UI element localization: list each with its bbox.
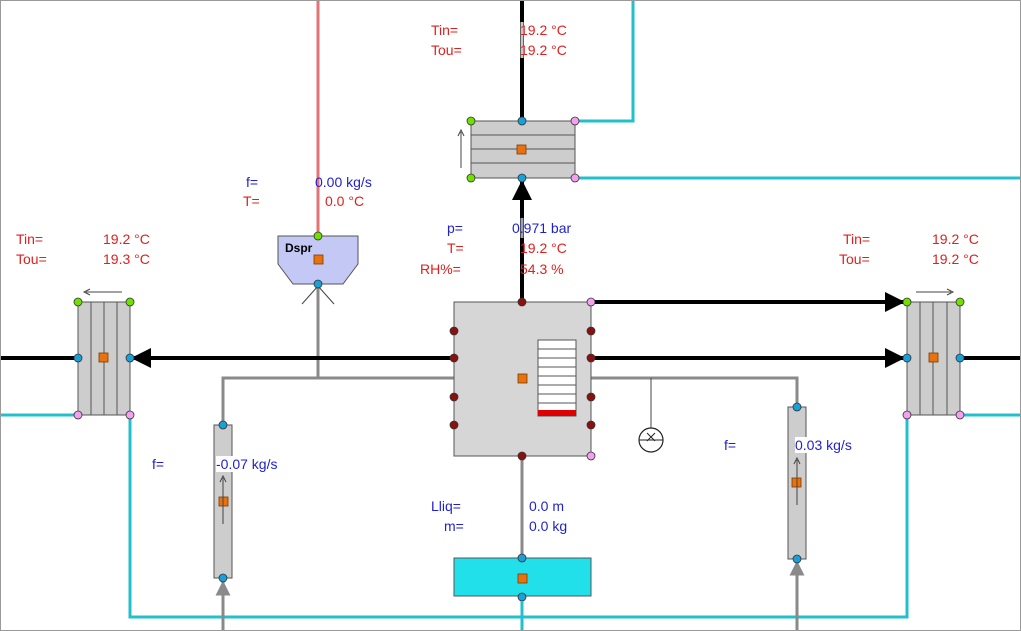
vessel-rh-value: 54.3 % [520,261,564,277]
disperser-marker [313,254,324,265]
right-hx-port[interactable] [955,353,965,363]
right-hx-tin-label: Tin= [843,231,871,247]
left-hx-tin-label: Tin= [16,231,44,247]
right-flow-tube[interactable] [787,402,807,564]
vessel-port[interactable] [586,451,596,461]
left-hx-marker [98,352,109,363]
main-gas-pipes [0,0,1021,368]
disperser-f-label: f= [246,174,259,190]
left-hx-port[interactable] [73,410,83,420]
top-hx-marker [516,144,527,155]
right-heat-exchanger[interactable] [902,288,965,420]
left-hx-port[interactable] [125,297,135,307]
left-flow-value: -0.07 kg/s [216,456,278,472]
disperser[interactable]: Dspr [277,231,359,305]
top-hx-tout-value: 19.2 °C [520,42,567,58]
disperser-bottom-port[interactable] [313,279,323,289]
right-hx-port[interactable] [902,410,912,420]
disperser-top-port[interactable] [313,231,323,241]
top-hx-tout-label: Tou= [431,42,462,58]
top-hx-port[interactable] [466,173,476,183]
left-flow-label: f= [152,456,165,472]
top-hx-port[interactable] [570,173,580,183]
right-flow-value: 0.03 kg/s [795,437,852,453]
vessel-marker [517,373,528,384]
left-flow-port[interactable] [218,573,228,583]
right-hx-tout-value: 19.2 °C [932,251,979,267]
vessel-ports-left[interactable] [449,326,459,430]
sump-bottom-port[interactable] [517,592,527,602]
level-fill [538,410,576,416]
top-hx-tin-label: Tin= [431,22,459,38]
left-hx-tin-value: 19.2 °C [103,231,150,247]
sump-mass-value: 0.0 kg [529,518,568,534]
left-hx-port[interactable] [73,297,83,307]
top-hx-port[interactable] [517,116,527,126]
spray-lines [301,285,335,305]
top-hx-port[interactable] [517,173,527,183]
right-hx-port[interactable] [902,297,912,307]
top-heat-exchanger[interactable] [457,116,580,183]
right-hx-port[interactable] [902,353,912,363]
left-flow-port[interactable] [218,420,228,430]
left-heat-exchanger[interactable] [73,288,135,420]
left-hx-tout-value: 19.3 °C [103,251,150,267]
disperser-t-label: T= [243,193,260,209]
level-gauge [537,339,577,417]
right-hx-tout-label: Tou= [839,251,870,267]
right-hx-port[interactable] [955,297,965,307]
sump-mass-label: m= [444,518,464,534]
top-hx-port[interactable] [570,116,580,126]
left-hx-port[interactable] [125,410,135,420]
right-hx-marker [928,352,939,363]
vessel-rh-label: RH%= [420,261,461,277]
vessel-temp-label: T= [447,240,464,256]
gauge-icon[interactable] [638,378,664,453]
sump-tank[interactable] [453,553,592,602]
disperser-t-value: 0.0 °C [325,193,365,209]
vessel-temp-value: 19.2 °C [520,240,567,256]
grey-pipes [215,286,805,631]
left-flow-tube[interactable] [213,420,233,583]
right-flow-port[interactable] [792,554,802,564]
vessel-port[interactable] [517,451,527,461]
vessel-pressure-label: p= [447,220,463,236]
vessel-ports-right[interactable] [586,326,596,430]
right-flow-label: f= [724,437,737,453]
central-vessel[interactable] [449,297,596,461]
vessel-port[interactable] [517,297,527,307]
right-flow-port[interactable] [792,402,802,412]
sump-lliq-value: 0.0 m [529,498,565,514]
sump-top-port[interactable] [517,553,527,563]
vessel-port[interactable] [586,297,596,307]
right-hx-tin-value: 19.2 °C [932,231,979,247]
left-hx-tout-label: Tou= [16,251,47,267]
disperser-f-value: 0.00 kg/s [315,174,372,190]
sump-marker [517,573,528,584]
disperser-name: Dspr [285,241,313,255]
top-hx-tin-value: 19.2 °C [520,22,567,38]
sump-lliq-label: Lliq= [431,498,461,514]
vessel-pressure-value: 0.971 bar [512,220,572,236]
top-hx-port[interactable] [466,116,476,126]
left-hx-port[interactable] [125,353,135,363]
right-hx-port[interactable] [955,410,965,420]
left-hx-port[interactable] [73,353,83,363]
